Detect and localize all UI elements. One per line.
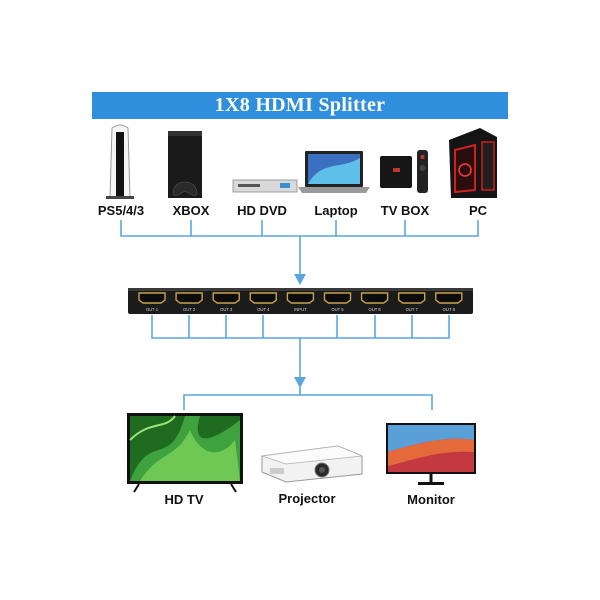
dvd-player-icon (232, 179, 298, 193)
hdmi-port-label: OUT 7 (406, 307, 419, 312)
output-label: Projector (278, 491, 336, 506)
source-label: HD DVD (237, 203, 287, 218)
game-console-icon (168, 131, 202, 198)
hdmi-port (360, 292, 389, 304)
tv-icon (127, 413, 243, 493)
hdmi-port-label: INPUT (294, 307, 307, 312)
game-console-icon (106, 124, 134, 199)
hdmi-port-label: OUT 6 (368, 307, 381, 312)
hdmi-port-label: OUT 3 (220, 307, 233, 312)
output-connector-lines (151, 315, 450, 410)
source-label: XBOX (172, 203, 210, 218)
source-label: PC (468, 203, 488, 218)
hdmi-port (398, 292, 426, 304)
hdmi-port-label: OUT 2 (183, 307, 196, 312)
source-label: TV BOX (380, 203, 430, 218)
hdmi-port-label: OUT 8 (443, 307, 456, 312)
source-label: Laptop (314, 203, 358, 218)
laptop-icon (298, 151, 370, 193)
output-label: HD TV (164, 492, 204, 507)
title-banner: 1X8 HDMI Splitter (92, 92, 508, 119)
hdmi-port-label: OUT 5 (331, 307, 344, 312)
hdmi-port (323, 292, 352, 304)
hdmi-port-label: OUT 1 (146, 307, 159, 312)
tv-box-icon (380, 150, 428, 193)
hdmi-splitter-device: OUT 1 OUT 2 OUT 3 OUT 4 INPUT OUT 5 OUT 6 OUT 7… (128, 288, 473, 314)
hdmi-port (435, 292, 463, 304)
hdmi-port (249, 292, 277, 304)
arrow-down-icon (294, 377, 306, 388)
hdmi-port (138, 292, 166, 304)
arrow-down-icon (294, 274, 306, 285)
hdmi-port (286, 292, 315, 304)
hdmi-port (175, 292, 203, 304)
hdmi-port (212, 292, 240, 304)
monitor-icon (386, 423, 476, 485)
output-label: Monitor (407, 492, 455, 507)
hdmi-port-label: OUT 4 (257, 307, 270, 312)
input-connector-lines (120, 220, 479, 276)
desktop-pc-icon (449, 128, 497, 198)
projector-icon (261, 445, 363, 483)
source-label: PS5/4/3 (97, 203, 145, 218)
